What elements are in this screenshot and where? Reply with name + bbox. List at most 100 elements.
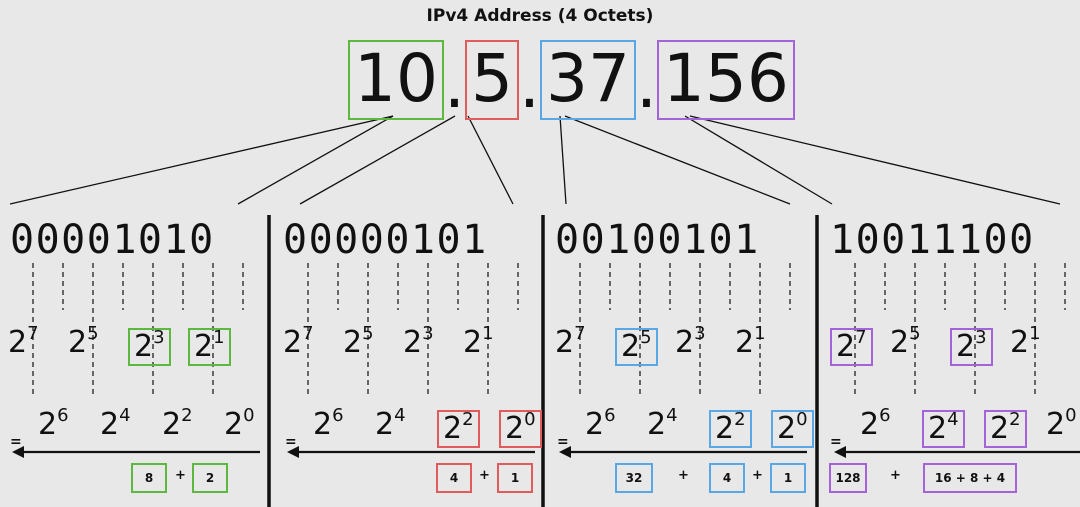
ip-dot: . bbox=[635, 46, 657, 123]
power-exponent: 4 bbox=[666, 405, 678, 426]
power-base: 2 bbox=[403, 325, 423, 360]
power-exponent: 1 bbox=[1029, 323, 1041, 344]
ip-dot: . bbox=[443, 46, 465, 123]
sum-term: 16 + 8 + 4 bbox=[923, 463, 1017, 493]
plus-sign: + bbox=[752, 468, 763, 483]
power-label: 23 bbox=[403, 325, 434, 360]
power-exponent: 1 bbox=[754, 323, 766, 344]
power-exponent: 4 bbox=[947, 409, 959, 430]
power-base: 2 bbox=[715, 411, 735, 446]
octet-3-box: 37 bbox=[539, 40, 636, 120]
octet-4-binary: 10011100 bbox=[830, 217, 1035, 263]
power-exponent: 6 bbox=[57, 405, 69, 426]
power-base: 2 bbox=[647, 407, 667, 442]
connector-line bbox=[684, 115, 833, 205]
power-exponent: 0 bbox=[243, 405, 255, 426]
power-exponent: 7 bbox=[302, 323, 314, 344]
connector-line bbox=[564, 115, 791, 205]
power-label: 20 bbox=[771, 410, 814, 448]
power-base: 2 bbox=[675, 325, 695, 360]
power-base: 2 bbox=[505, 411, 525, 446]
power-label: 24 bbox=[375, 407, 406, 442]
power-base: 2 bbox=[585, 407, 605, 442]
power-base: 2 bbox=[443, 411, 463, 446]
power-label: 23 bbox=[675, 325, 706, 360]
power-base: 2 bbox=[555, 325, 575, 360]
power-exponent: 0 bbox=[524, 409, 536, 430]
diagram-title: IPv4 Address (4 Octets) bbox=[426, 6, 654, 26]
connector-line bbox=[559, 115, 567, 205]
power-label: 21 bbox=[463, 325, 494, 360]
power-exponent: 2 bbox=[181, 405, 193, 426]
connector-line bbox=[689, 115, 1061, 205]
power-exponent: 2 bbox=[462, 409, 474, 430]
power-exponent: 0 bbox=[796, 409, 808, 430]
power-label: 23 bbox=[950, 328, 993, 366]
power-exponent: 3 bbox=[422, 323, 434, 344]
octet-1-box: 10 bbox=[348, 40, 444, 120]
power-label: 21 bbox=[735, 325, 766, 360]
power-exponent: 2 bbox=[734, 409, 746, 430]
power-label: 27 bbox=[8, 325, 39, 358]
equals-sign: = bbox=[285, 434, 297, 450]
power-exponent: 1 bbox=[213, 327, 225, 348]
power-base: 2 bbox=[283, 325, 303, 360]
power-exponent: 3 bbox=[153, 327, 165, 348]
power-base: 2 bbox=[928, 411, 948, 446]
sum-term: 32 bbox=[615, 463, 653, 493]
octet-2-binary: 00000101 bbox=[283, 217, 488, 263]
power-base: 2 bbox=[777, 411, 797, 446]
power-base: 2 bbox=[134, 329, 154, 364]
power-base: 2 bbox=[68, 325, 88, 360]
octet-2-box: 5 bbox=[464, 40, 519, 120]
power-exponent: 5 bbox=[640, 327, 652, 348]
sum-term: 4 bbox=[436, 463, 472, 493]
power-label: 21 bbox=[188, 328, 231, 366]
arrow-head bbox=[559, 446, 571, 458]
power-exponent: 4 bbox=[394, 405, 406, 426]
power-label: 20 bbox=[499, 410, 542, 448]
power-label: 26 bbox=[38, 407, 69, 440]
arrow-head bbox=[834, 446, 846, 458]
power-label: 22 bbox=[709, 410, 752, 448]
arrow-head bbox=[12, 446, 24, 458]
power-label: 23 bbox=[128, 328, 171, 366]
plus-sign: + bbox=[678, 468, 689, 483]
octet-3-binary: 00100101 bbox=[555, 217, 760, 263]
connector-line bbox=[299, 115, 456, 205]
power-base: 2 bbox=[990, 411, 1010, 446]
power-exponent: 6 bbox=[879, 405, 891, 426]
power-label: 25 bbox=[343, 325, 374, 358]
connector-line bbox=[237, 115, 394, 205]
power-label: 25 bbox=[890, 325, 921, 360]
sum-term: 1 bbox=[770, 463, 806, 493]
power-exponent: 5 bbox=[909, 323, 921, 344]
sum-term: 2 bbox=[192, 463, 228, 493]
power-base: 2 bbox=[860, 407, 880, 442]
power-label: 22 bbox=[984, 410, 1027, 448]
power-label: 22 bbox=[437, 410, 480, 448]
equals-sign: = bbox=[830, 434, 842, 450]
power-label: 24 bbox=[100, 407, 131, 440]
power-exponent: 3 bbox=[975, 327, 987, 348]
sum-term: 4 bbox=[709, 463, 745, 493]
equals-sign: = bbox=[10, 434, 22, 450]
octet-4-box: 156 bbox=[656, 40, 795, 120]
connector-line bbox=[9, 115, 394, 205]
sum-term: 8 bbox=[131, 463, 167, 493]
power-label: 20 bbox=[1046, 407, 1077, 440]
power-label: 24 bbox=[647, 407, 678, 442]
power-base: 2 bbox=[375, 407, 395, 442]
power-label: 25 bbox=[68, 325, 99, 360]
plus-sign: + bbox=[479, 468, 490, 483]
power-label: 20 bbox=[224, 407, 255, 440]
power-label: 21 bbox=[1010, 325, 1041, 358]
power-label: 25 bbox=[615, 328, 658, 366]
power-base: 2 bbox=[735, 325, 755, 360]
power-base: 2 bbox=[890, 325, 910, 360]
power-exponent: 7 bbox=[574, 323, 586, 344]
arrow-head bbox=[287, 446, 299, 458]
power-base: 2 bbox=[463, 325, 483, 360]
